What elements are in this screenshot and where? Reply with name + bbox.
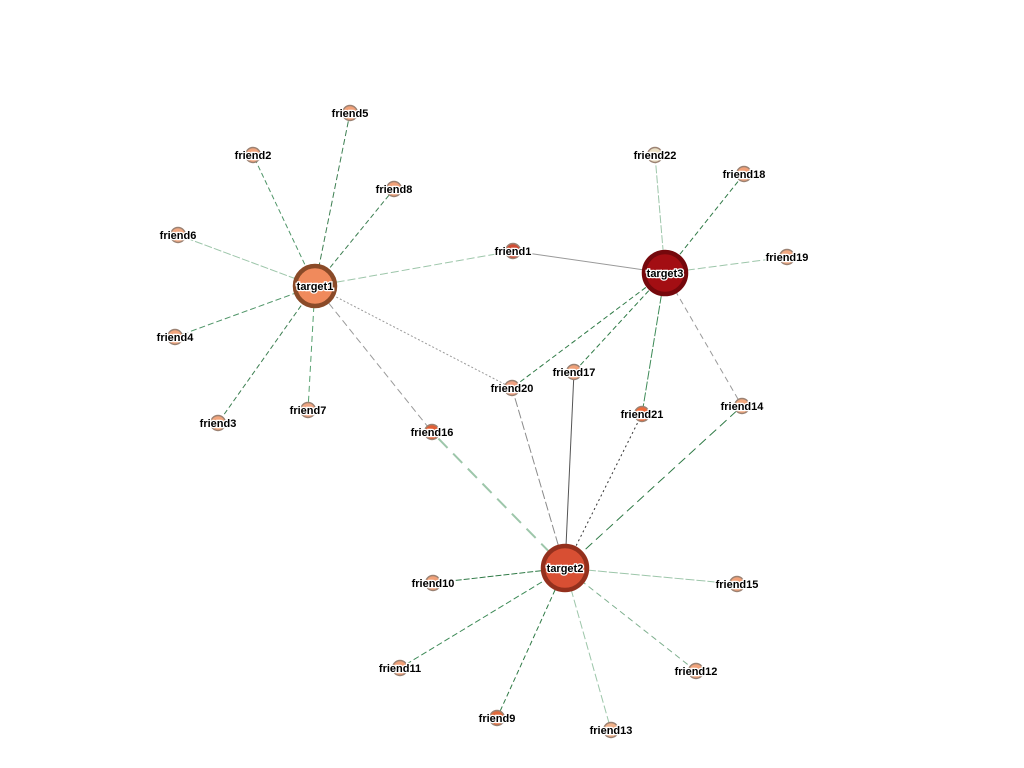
nodes-layer xyxy=(166,104,796,739)
node-friend10[interactable] xyxy=(424,574,442,592)
edge-target3-friend17 xyxy=(573,272,666,373)
node-friend14[interactable] xyxy=(733,397,751,415)
edge-target3-friend21 xyxy=(641,272,666,415)
edge-target2-friend16 xyxy=(431,431,566,569)
node-friend17[interactable] xyxy=(565,363,583,381)
edge-target2-friend14 xyxy=(564,405,743,569)
edge-target3-friend14 xyxy=(664,272,743,407)
edge-target1-friend3 xyxy=(217,285,316,424)
node-friend1[interactable] xyxy=(504,242,522,260)
edge-target2-friend9 xyxy=(496,567,566,719)
edge-target2-friend12 xyxy=(564,567,697,672)
edge-target2-friend10 xyxy=(432,567,566,584)
edge-target2-friend15 xyxy=(564,567,738,585)
edge-target3-friend1 xyxy=(512,250,666,274)
node-friend18[interactable] xyxy=(735,165,753,183)
edge-target3-friend20 xyxy=(511,272,666,389)
edge-target1-friend5 xyxy=(314,112,351,287)
node-friend21[interactable] xyxy=(633,405,651,423)
edge-target3-friend18 xyxy=(664,173,745,274)
node-target2[interactable] xyxy=(540,543,590,593)
node-friend20[interactable] xyxy=(503,379,521,397)
node-friend22[interactable] xyxy=(646,146,664,164)
edge-target1-friend4 xyxy=(174,285,316,338)
edge-target1-friend6 xyxy=(177,234,316,287)
node-friend6[interactable] xyxy=(169,226,187,244)
node-friend8[interactable] xyxy=(385,180,403,198)
edge-target1-friend16 xyxy=(314,285,433,433)
edge-target2-friend20 xyxy=(511,387,566,569)
edge-target1-friend20 xyxy=(314,285,513,389)
edge-target3-friend19 xyxy=(664,256,788,274)
node-friend11[interactable] xyxy=(391,659,409,677)
edge-target2-friend11 xyxy=(399,567,566,669)
edge-target2-friend13 xyxy=(564,567,612,731)
node-friend12[interactable] xyxy=(687,662,705,680)
node-friend4[interactable] xyxy=(166,328,184,346)
node-friend9[interactable] xyxy=(488,709,506,727)
node-target3[interactable] xyxy=(641,249,689,297)
labels-layer: target1target2target3friend1friend2frien… xyxy=(155,107,809,739)
node-friend19[interactable] xyxy=(778,248,796,266)
node-friend3[interactable] xyxy=(209,414,227,432)
node-friend15[interactable] xyxy=(728,575,746,593)
node-friend2[interactable] xyxy=(244,146,262,164)
node-friend13[interactable] xyxy=(602,721,620,739)
edge-target1-friend2 xyxy=(252,154,316,287)
node-friend5[interactable] xyxy=(341,104,359,122)
edge-target2-friend17 xyxy=(564,371,575,569)
edge-target2-friend21 xyxy=(564,413,643,569)
edge-target1-friend1 xyxy=(314,250,514,287)
node-friend7[interactable] xyxy=(299,401,317,419)
node-target1[interactable] xyxy=(292,263,338,309)
edges-layer xyxy=(174,112,788,731)
node-friend16[interactable] xyxy=(423,423,441,441)
